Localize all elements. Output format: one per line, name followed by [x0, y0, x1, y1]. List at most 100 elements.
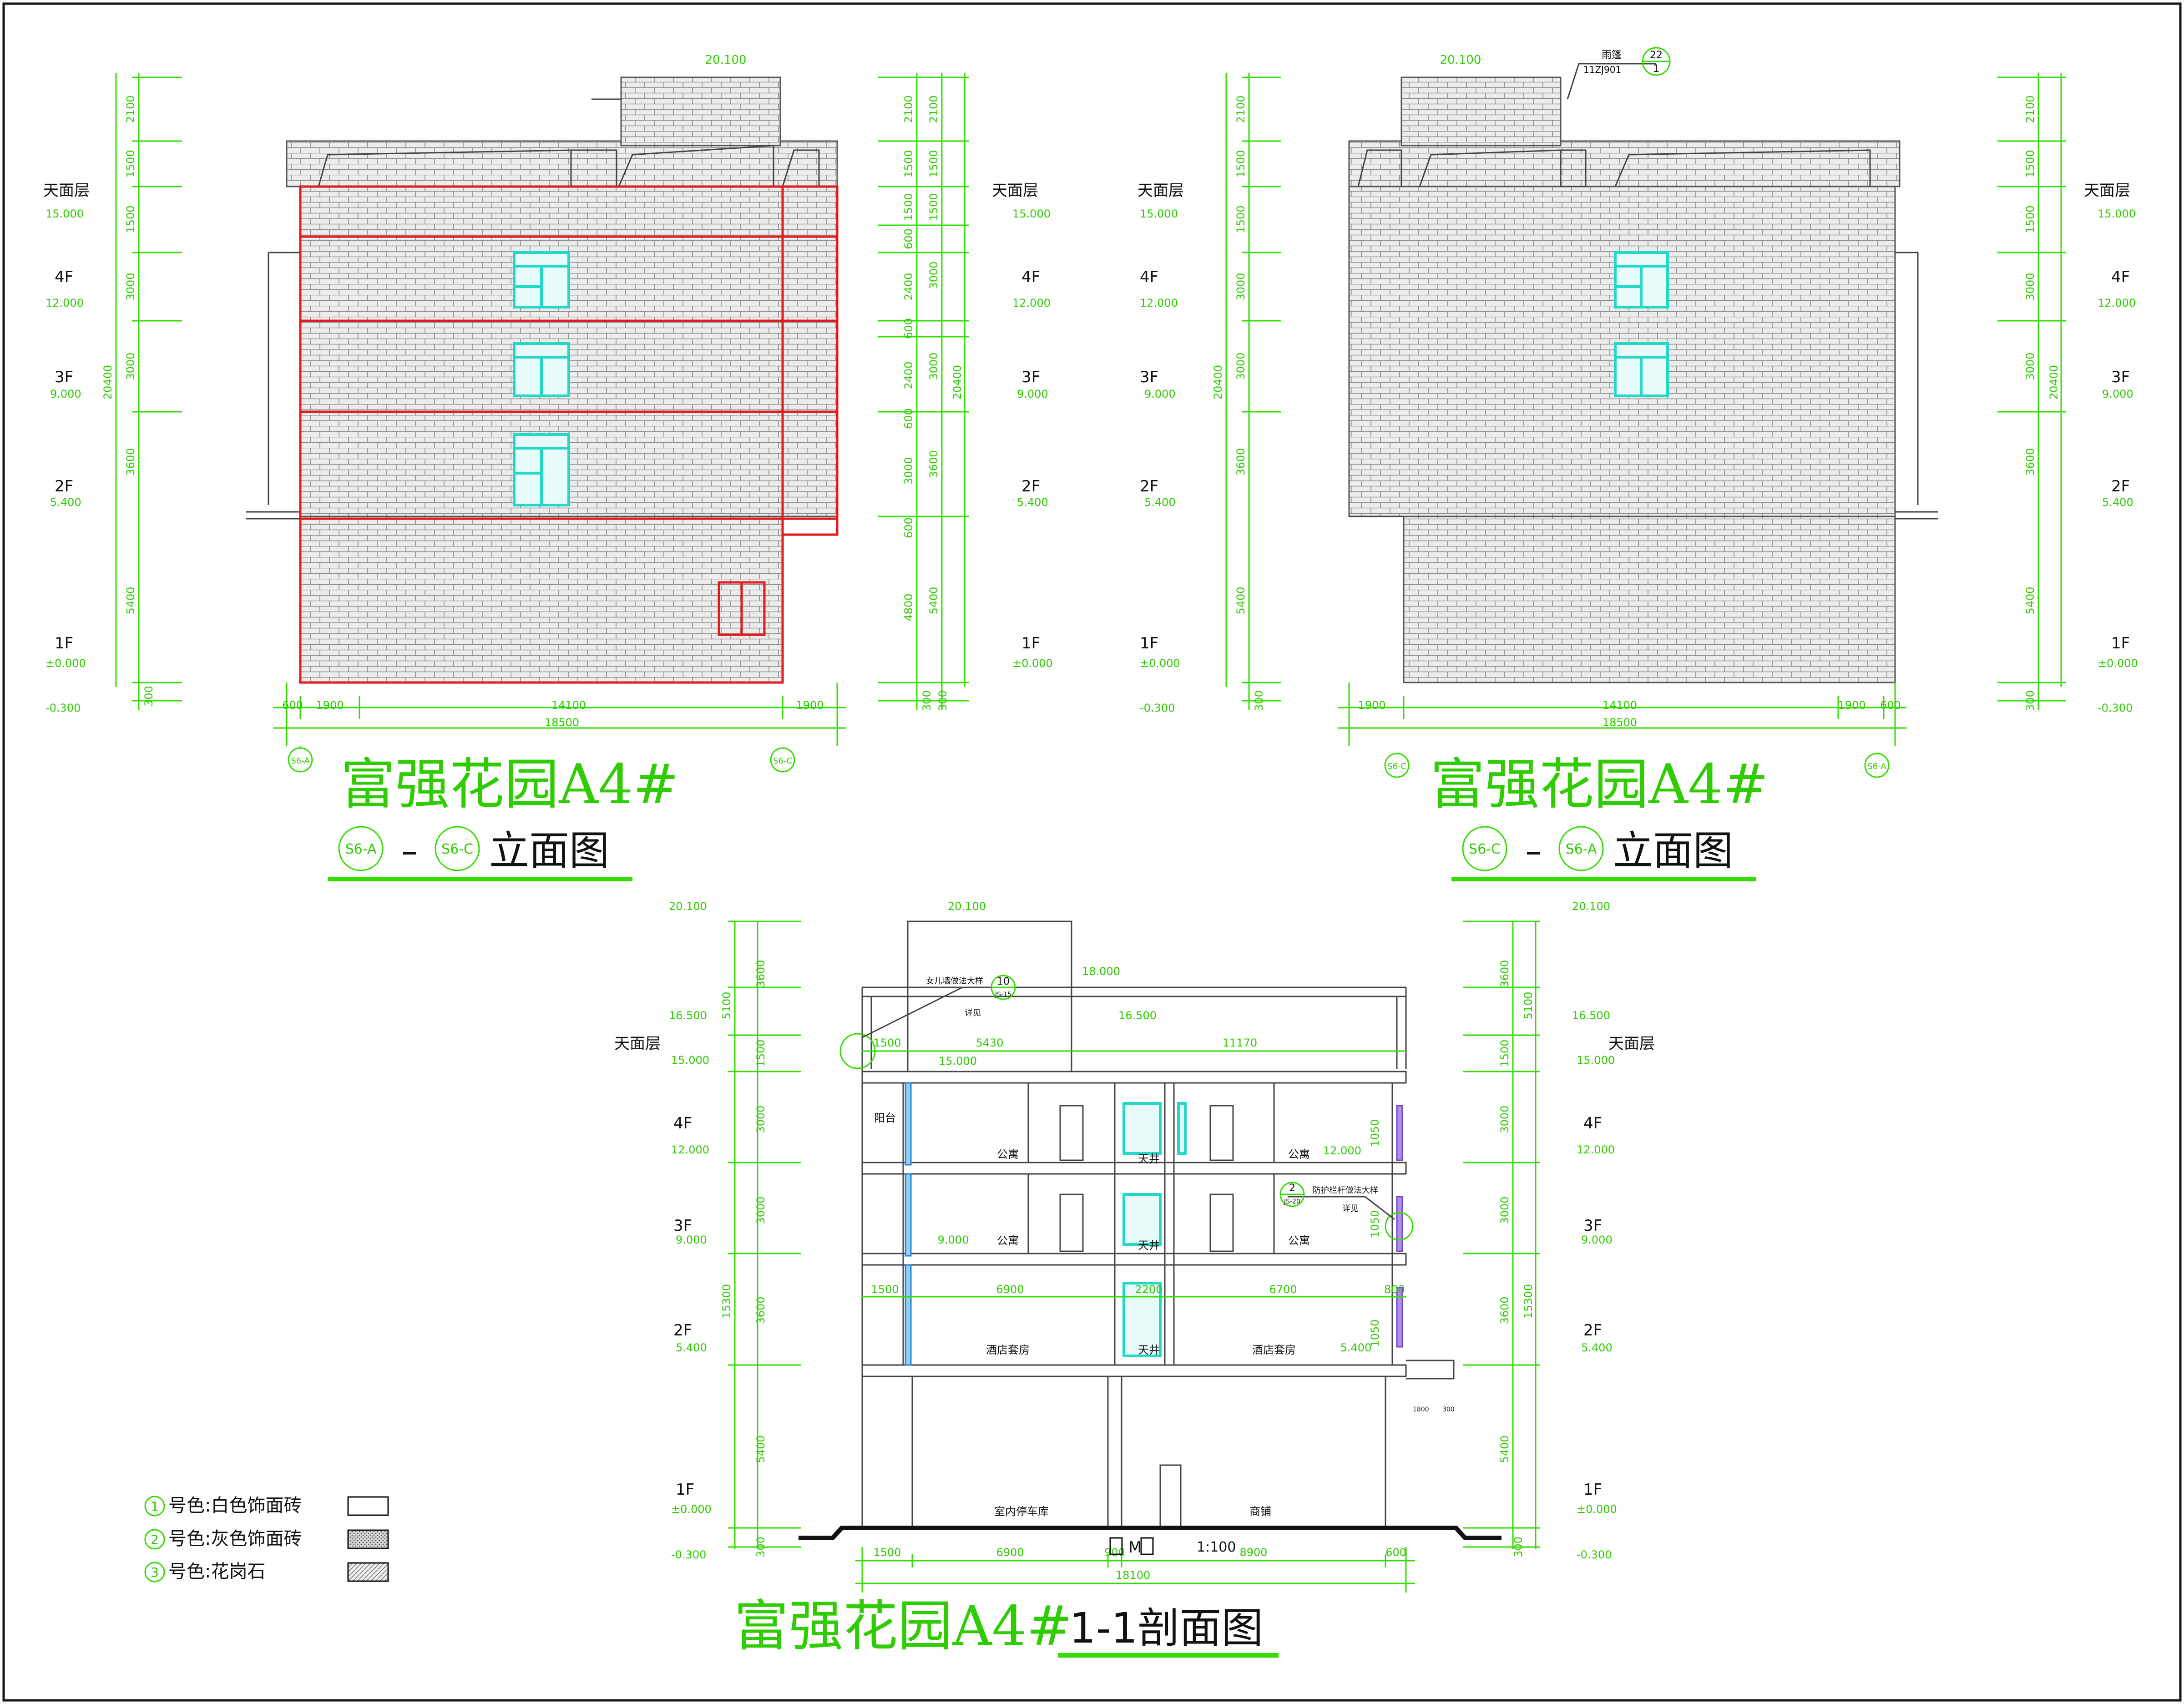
svg-text:–: – [402, 833, 418, 870]
svg-text:5400: 5400 [2024, 587, 2037, 614]
svg-text:300: 300 [936, 690, 949, 711]
section-left-floor-labels: 20.100 16.500 天面层 15.000 4F 12.000 3F 9.… [614, 900, 712, 1561]
svg-text:300: 300 [1512, 1537, 1525, 1557]
svg-text:1F: 1F [676, 1481, 694, 1499]
svg-text:3000: 3000 [1498, 1196, 1511, 1224]
svg-text:600: 600 [282, 699, 303, 712]
svg-text:1: 1 [1653, 63, 1659, 75]
svg-text:1F: 1F [1140, 634, 1158, 652]
svg-text:1500: 1500 [2024, 150, 2037, 177]
svg-text:-0.300: -0.300 [1577, 1548, 1612, 1561]
svg-text:2200: 2200 [1135, 1283, 1163, 1296]
svg-text:JS-15: JS-15 [995, 991, 1011, 998]
svg-text:S6-A: S6-A [1867, 762, 1886, 771]
svg-text:2F: 2F [1583, 1321, 1602, 1340]
section-drawing-title: 1-1剖面图 [1069, 1604, 1263, 1653]
courtyard-windows [905, 1082, 1403, 1366]
svg-text:2400: 2400 [902, 273, 915, 300]
svg-text:S6-C: S6-C [1469, 841, 1501, 857]
svg-text:3600: 3600 [1498, 960, 1511, 987]
svg-text:6700: 6700 [1269, 1283, 1297, 1296]
svg-text:±0.000: ±0.000 [2098, 657, 2138, 670]
svg-text:18100: 18100 [1116, 1569, 1150, 1582]
section-right-dims: 3600 1500 3000 3000 3600 5400 300 5100 1… [1498, 960, 1535, 1557]
svg-text:600: 600 [902, 228, 915, 249]
svg-text:2F: 2F [1140, 477, 1158, 496]
svg-text:S6-A: S6-A [291, 756, 310, 766]
svg-text:6900: 6900 [996, 1283, 1024, 1296]
railing-note: 防护栏杆做法大样 详见 2 JS-20 [1279, 1182, 1414, 1241]
svg-text:3000: 3000 [2024, 352, 2037, 380]
svg-text:1900: 1900 [1838, 699, 1866, 712]
svg-text:20.100: 20.100 [669, 900, 707, 913]
svg-text:3F: 3F [1583, 1217, 1602, 1235]
section-room-labels: 阳台 公寓 天井 公寓 公寓 天井 公寓 酒店套房 天井 酒店套房 室内停车库 … [874, 1112, 1310, 1518]
svg-text:18500: 18500 [545, 716, 579, 729]
svg-text:20400: 20400 [951, 365, 964, 399]
svg-text:9.000: 9.000 [676, 1234, 707, 1246]
svg-text:3000: 3000 [2024, 273, 2037, 300]
svg-text:天井: 天井 [1138, 1239, 1160, 1252]
svg-text:S6-C: S6-C [773, 756, 792, 766]
svg-text:酒店套房: 酒店套房 [1252, 1344, 1296, 1356]
svg-text:1500: 1500 [1234, 205, 1247, 233]
svg-text:2F: 2F [673, 1321, 692, 1340]
svg-text:300: 300 [1253, 690, 1265, 711]
elev1-top-mark: 20.100 [705, 53, 747, 67]
svg-text:3600: 3600 [927, 450, 940, 478]
svg-text:-0.300: -0.300 [2098, 702, 2133, 714]
svg-text:1F: 1F [55, 634, 73, 652]
elev2-right-dims: 2100 1500 1500 3000 3000 3600 5400 300 2… [2024, 95, 2060, 711]
svg-text:4F: 4F [1583, 1114, 1602, 1133]
svg-text:1F: 1F [1583, 1481, 1602, 1499]
material-outline [299, 185, 839, 684]
section-inner-dims: 1500 5430 11170 1500 6900 2200 6700 800 … [871, 900, 1405, 1354]
elev1-bottom-dims: 600 1900 14100 1900 18500 [282, 699, 824, 729]
canopy-callout: 雨篷 11ZJ901 22 1 [1567, 47, 1671, 100]
svg-text:300: 300 [1442, 1406, 1455, 1413]
svg-text:2100: 2100 [2024, 95, 2037, 123]
svg-text:3600: 3600 [1234, 448, 1247, 475]
svg-text:600: 600 [902, 517, 915, 538]
svg-text:9.000: 9.000 [1017, 388, 1048, 400]
svg-text:3000: 3000 [927, 261, 940, 289]
svg-text:3000: 3000 [1234, 273, 1247, 300]
svg-text:2100: 2100 [927, 95, 940, 123]
svg-text:18.000: 18.000 [1082, 965, 1120, 978]
svg-text:600: 600 [902, 408, 915, 429]
svg-text:5430: 5430 [976, 1037, 1003, 1049]
svg-text:酒店套房: 酒店套房 [986, 1344, 1030, 1356]
svg-text:5.400: 5.400 [1581, 1341, 1613, 1354]
svg-text:14100: 14100 [551, 699, 586, 712]
svg-text:天面层: 天面层 [992, 182, 1038, 200]
svg-text:15.000: 15.000 [1140, 207, 1178, 220]
svg-text:11170: 11170 [1223, 1037, 1257, 1049]
svg-text:9.000: 9.000 [1144, 388, 1176, 400]
svg-text:防护栏杆做法大样: 防护栏杆做法大样 [1313, 1186, 1378, 1195]
svg-text:1800: 1800 [1413, 1406, 1429, 1413]
svg-text:12.000: 12.000 [46, 297, 84, 309]
svg-text:公寓: 公寓 [1288, 1234, 1310, 1247]
svg-text:1500: 1500 [871, 1283, 899, 1296]
svg-text:1500: 1500 [873, 1037, 901, 1049]
svg-text:1500: 1500 [902, 193, 915, 221]
svg-text:1900: 1900 [796, 699, 824, 712]
section-left-dims: 5100 15300 3600 1500 3000 3000 3600 5400… [720, 960, 767, 1557]
svg-text:5100: 5100 [1522, 991, 1535, 1019]
elev2-bottom-dims: 1900 14100 1900 600 18500 [1358, 699, 1901, 729]
elev1-left-floor-labels: 天面层 15.000 4F 12.000 3F 9.000 2F 5.400 1… [43, 182, 90, 714]
svg-text:1:100: 1:100 [1197, 1539, 1236, 1555]
elev2-left-dims: 2100 1500 1500 3000 3000 3600 5400 300 2… [1212, 95, 1265, 711]
svg-text:9.000: 9.000 [938, 1234, 969, 1246]
svg-text:公寓: 公寓 [997, 1148, 1019, 1161]
svg-text:3000: 3000 [754, 1196, 767, 1224]
svg-text:商铺: 商铺 [1249, 1505, 1271, 1518]
elevation-s6c-s6a: 雨篷 11ZJ901 22 1 20.100 2100 1500 1500 30… [1138, 47, 2138, 881]
svg-text:15300: 15300 [720, 1284, 733, 1319]
svg-text:1050: 1050 [1369, 1119, 1381, 1147]
svg-text:±0.000: ±0.000 [1577, 1503, 1617, 1516]
svg-text:1500: 1500 [873, 1546, 901, 1559]
svg-text:5.400: 5.400 [1340, 1341, 1372, 1354]
svg-text:1500: 1500 [927, 150, 940, 177]
svg-text:天井: 天井 [1138, 1344, 1160, 1356]
